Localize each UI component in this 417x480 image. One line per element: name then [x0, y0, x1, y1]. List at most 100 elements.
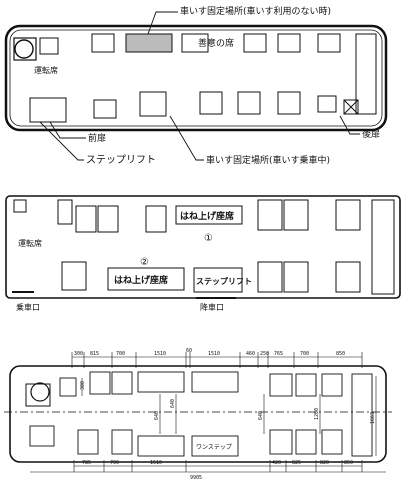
fig3-top-tick-group [71, 352, 363, 368]
fig2-seat [283, 261, 309, 293]
fig2-flip-seat-2-label: はね上げ座席 [114, 274, 168, 286]
fig1-leader-line [147, 11, 178, 35]
fig1-rear-seat [355, 33, 377, 115]
fig1-seat [317, 33, 341, 53]
fig2-step-lift-label: ステップリフト [196, 276, 252, 286]
fig3-bottom-dim-label: 1510 [150, 460, 162, 466]
fig3-vertical-dim-label: 640 [258, 411, 264, 420]
fig1-seat [91, 33, 115, 53]
fig2-seat [57, 199, 73, 225]
fig1-bus-outline [4, 24, 388, 132]
fig3-seat [59, 377, 77, 397]
fig1-rear-door-box [343, 99, 359, 115]
fig3-top-dim-label: 460 [246, 351, 255, 357]
fig3-seat [321, 373, 343, 397]
fig3-top-dim-label: 815 [90, 351, 99, 357]
fig1-seat [243, 33, 267, 53]
fig1-seat [139, 91, 167, 117]
fig1-driver-seat [13, 37, 37, 61]
fig3-top-dim-label: 765 [274, 351, 283, 357]
fig2-seat [283, 199, 309, 231]
fig3-bottom-dim-label: 825 [292, 460, 301, 466]
fig2-seat [145, 205, 167, 233]
fig3-seat [295, 373, 317, 397]
fig1-seat [199, 91, 223, 115]
fig3-seat [269, 373, 293, 397]
fig3-steering-wheel [30, 382, 50, 402]
fig3-seat [137, 435, 185, 457]
fig2-seat [97, 205, 119, 233]
fig3-bottom-dim-label: 785 [82, 460, 91, 466]
fig3-top-dim-label: 700 [300, 351, 309, 357]
fig1-leader-line [339, 115, 360, 135]
fig1-steering-wheel [14, 39, 34, 59]
fig3-vertical-dim-label: 300 [80, 381, 86, 390]
fig2-driver-seat-label: 運転席 [18, 238, 42, 248]
fig3-top-dim-label: 700 [116, 351, 125, 357]
fig3-vertical-dim-label: 640 [170, 399, 176, 408]
fig2-flip-seat-1 [175, 205, 243, 225]
fig1-seat [93, 99, 117, 119]
fig3-total-length-label: 9905 [190, 475, 202, 480]
fig3-seat [77, 429, 99, 455]
fig3-top-dim-label: 250 [260, 351, 269, 357]
fig3-seat [321, 429, 343, 455]
fig3-vertical-dim-label: 1200 [314, 408, 320, 420]
fig3-top-dim-label: 1510 [154, 351, 166, 357]
fig3-bottom-dim-label: 420 [272, 460, 281, 466]
fig2-circle-1: ① [204, 233, 213, 244]
fig3-top-dim-label: 1510 [208, 351, 220, 357]
fig1-front-door-label: 前扉 [88, 132, 106, 144]
fig1-seat [277, 91, 301, 115]
fig3-seat [295, 429, 317, 455]
fig1-rear-door-label: 後扉 [362, 128, 380, 140]
fig3-seat [191, 371, 239, 393]
fig3-top-dim-label: 850 [336, 351, 345, 357]
fig1-seat [237, 91, 261, 115]
fig3-seat [89, 371, 111, 395]
fig3-seat [111, 371, 133, 395]
fig3-seat [137, 371, 185, 393]
fig2-alighting-door-label: 降車口 [200, 302, 224, 312]
fig3-bottom-tick-group [73, 460, 363, 472]
fig1-priority-seat-label: 善意の席 [198, 37, 234, 49]
fig1-leader-line [39, 121, 84, 161]
fig2-rear-seat [371, 199, 395, 295]
fig1-wheelchair-spot-hatched [125, 33, 173, 53]
fig1-step-lift-label: ステップリフト [86, 154, 156, 166]
fig1-bus-inner-wall [9, 29, 383, 127]
fig1-leader-line [169, 115, 204, 161]
fig3-seat [29, 425, 55, 447]
fig1-wheelchair-spot-in-use-label: 車いす固定場所(車いす乗車中) [206, 154, 330, 166]
figure1-bus-plan: 車いす固定場所(車いす利用のない時) 善意の席 運転席 前扉 ステップリフト 車… [4, 5, 388, 166]
fig2-seat [61, 261, 87, 291]
figure3-dimension-plan: 300 815 700 1510 60 1510 460 250 765 700… [4, 348, 392, 480]
fig2-boarding-door-label: 乗車口 [16, 302, 40, 312]
fig3-step-lift-area [191, 435, 239, 457]
fig2-seat [335, 199, 361, 231]
fig2-seat [335, 261, 361, 293]
fig3-seat [269, 429, 293, 455]
fig1-seat [39, 37, 59, 55]
fig1-leader-line [49, 121, 86, 139]
fig1-step-lift-area [29, 97, 67, 123]
fig1-seat [317, 95, 337, 113]
fig2-seat [257, 261, 283, 293]
fig2-seat [75, 205, 97, 233]
fig1-seat [181, 33, 209, 53]
fig3-vertical-dim-label: 640 [154, 411, 160, 420]
fig3-vertical-dim-label: 1663 [370, 412, 376, 424]
fig3-bus-outline [9, 365, 387, 463]
fig2-circle-2: ② [140, 257, 149, 268]
fig3-top-dim-label: 60 [186, 348, 192, 354]
fig3-rear-seat [351, 373, 373, 457]
fig1-seat [277, 33, 301, 53]
fig1-wheelchair-spot-no-user-label: 車いす固定場所(車いす利用のない時) [180, 5, 331, 17]
fig3-seat [111, 429, 133, 455]
fig3-driver-seat [25, 383, 51, 407]
fig2-seat [257, 199, 283, 231]
fig1-driver-seat-label: 運転席 [34, 65, 58, 75]
fig2-step-lift [193, 267, 243, 293]
fig2-flip-seat-2 [107, 267, 185, 291]
